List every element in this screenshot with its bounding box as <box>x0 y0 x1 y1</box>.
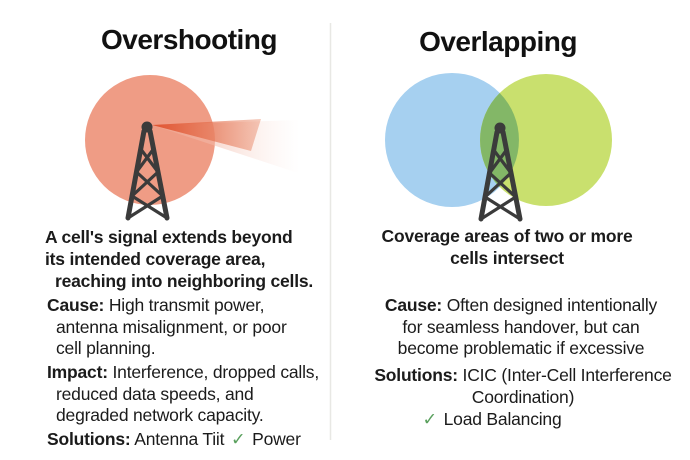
description-line: Coverage areas of two or more <box>381 226 633 246</box>
cause-line: Cause: Often designed intentionally <box>384 295 658 315</box>
impact-line: degraded network capacity. <box>56 405 264 425</box>
cause-line: become problematic if excessive <box>397 338 645 358</box>
right-solutions-block: Solutions: ICIC (Inter-Cell Interference… <box>374 365 672 408</box>
cause-line: antenna misalignment, or poor <box>56 316 287 337</box>
solutions-label: Solutions: <box>374 365 458 385</box>
right-description: Coverage areas of two or more cells inte… <box>382 225 633 269</box>
right-cause-block: Cause: Often designed intentionally for … <box>385 295 657 360</box>
left-description: A cell's signal extends beyond its inten… <box>45 226 313 292</box>
left-solutions-block: Solutions: Antenna Tiit ✓ Power <box>47 429 301 451</box>
description-line: A cell's signal extends beyond <box>45 227 293 247</box>
coverage-circle-blue <box>385 73 519 207</box>
solutions-line: Solutions: ICIC (Inter-Cell Interference <box>374 365 672 385</box>
left-impact-block: Impact: Interference, dropped calls, red… <box>47 362 319 427</box>
check-icon: ✓ <box>230 429 246 449</box>
cell-tower-icon-left <box>125 121 170 221</box>
description-line: its intended coverage area, <box>45 249 266 269</box>
impact-line: reduced data speeds, and <box>56 383 254 404</box>
right-solutions-check-line: ✓ Load Balancing <box>421 409 562 431</box>
cause-label: Cause: <box>384 295 443 315</box>
signal-beam-inner <box>152 119 261 151</box>
impact-line: Impact: Interference, dropped calls, <box>47 362 319 382</box>
left-panel-title: Overshooting <box>100 24 278 55</box>
check-icon: ✓ <box>422 409 438 429</box>
right-panel-title: Overlapping <box>419 26 577 57</box>
solutions-label: Solutions: <box>47 429 131 449</box>
solutions-line: Coordination) <box>471 386 575 407</box>
left-cause-block: Cause: High transmit power, antenna misa… <box>47 295 287 360</box>
cause-line: for seamless handover, but can <box>402 316 640 337</box>
description-line: cells intersect <box>450 248 564 268</box>
impact-label: Impact: <box>47 362 108 382</box>
cause-line: cell planning. <box>56 338 156 358</box>
solutions-line: Solutions: Antenna Tiit ✓ Power <box>47 429 301 449</box>
cause-line: Cause: High transmit power, <box>47 295 265 315</box>
tower-lattice <box>478 129 523 222</box>
solutions-line: ✓ Load Balancing <box>422 409 562 429</box>
description-line: reaching into neighboring cells. <box>55 271 314 291</box>
cause-label: Cause: <box>47 295 105 315</box>
cell-tower-icon-right <box>478 122 523 222</box>
tower-lattice <box>125 128 170 221</box>
